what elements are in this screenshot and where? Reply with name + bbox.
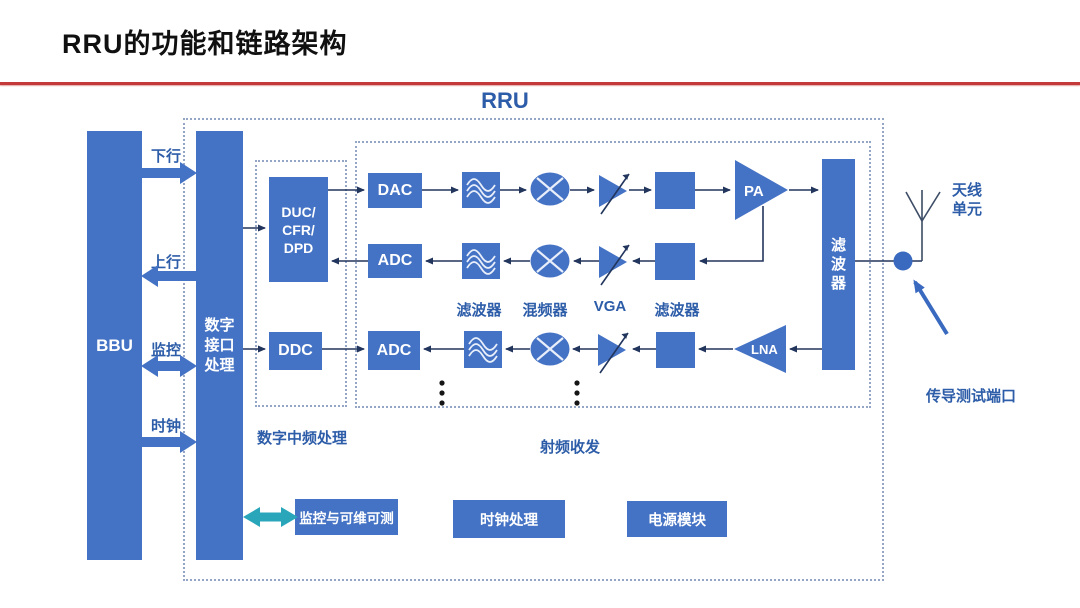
vga-label: VGA (593, 298, 627, 315)
monitor-label: 监控 (150, 342, 181, 359)
rf-filter-square-feedback (655, 243, 695, 280)
rru-dashed-box (183, 118, 884, 581)
clock-processing-block: 时钟处理 (453, 500, 565, 538)
low-noise-amplifier-icon: LNA (734, 325, 786, 373)
monitoring-module-block: 监控与可维可测 (295, 499, 398, 535)
adc-feedback-block: ADC (368, 244, 422, 278)
mixer-cross-icon (530, 332, 570, 366)
rf-section-label: 射频收发 (540, 439, 601, 456)
vga-amplifier-icon (599, 173, 630, 215)
wave-filter-icon (464, 331, 502, 368)
digital-if-dashed-box (255, 160, 347, 407)
lna-label: LNA (751, 342, 778, 357)
downlink-label: 下行 (150, 148, 181, 165)
power-module-block: 电源模块 (627, 501, 727, 537)
ddc-block: DDC (269, 332, 322, 370)
power-amplifier-icon: PA (735, 160, 788, 220)
wave-filter-icon (462, 243, 500, 279)
clock-label: 时钟 (150, 418, 181, 435)
uplink-label: 上行 (150, 254, 181, 271)
mixer-cross-icon (530, 244, 570, 278)
conducted-test-port-label: 传导测试端口 (926, 388, 1017, 405)
rf-filter-square-rx (656, 332, 695, 368)
bbu-block: BBU (87, 131, 142, 560)
test-port-dot-icon (893, 251, 913, 271)
page-title: RRU的功能和链路架构 (62, 29, 348, 59)
adc-rx-block: ADC (368, 331, 420, 370)
filter-label: 滤波器 (654, 302, 700, 319)
digital-if-section-label: 数字中频处理 (257, 430, 348, 447)
digital-interface-block: 数字 接口 处理 (196, 131, 243, 560)
rf-filter-square-tx (655, 172, 695, 209)
header-divider-rule (0, 82, 1080, 85)
mixer-label: 混频器 (522, 302, 568, 319)
filter-label: 滤波器 (456, 302, 502, 319)
wave-filter-icon (462, 172, 500, 208)
mixer-cross-icon (530, 172, 570, 206)
antenna-icon (905, 190, 941, 261)
rf-dashed-box (355, 141, 871, 408)
antenna-unit-label: 天线 单元 (952, 182, 983, 218)
vga-amplifier-icon (598, 332, 629, 374)
dac-block: DAC (368, 173, 422, 208)
duplexer-filter-block: 滤 波 器 (822, 159, 855, 370)
vga-amplifier-icon (599, 244, 630, 286)
rru-box-title: RRU (481, 88, 529, 113)
duc-cfr-dpd-block: DUC/ CFR/ DPD (269, 177, 328, 282)
test-port-pointer-arrow (913, 279, 949, 336)
pa-label: PA (744, 183, 764, 200)
